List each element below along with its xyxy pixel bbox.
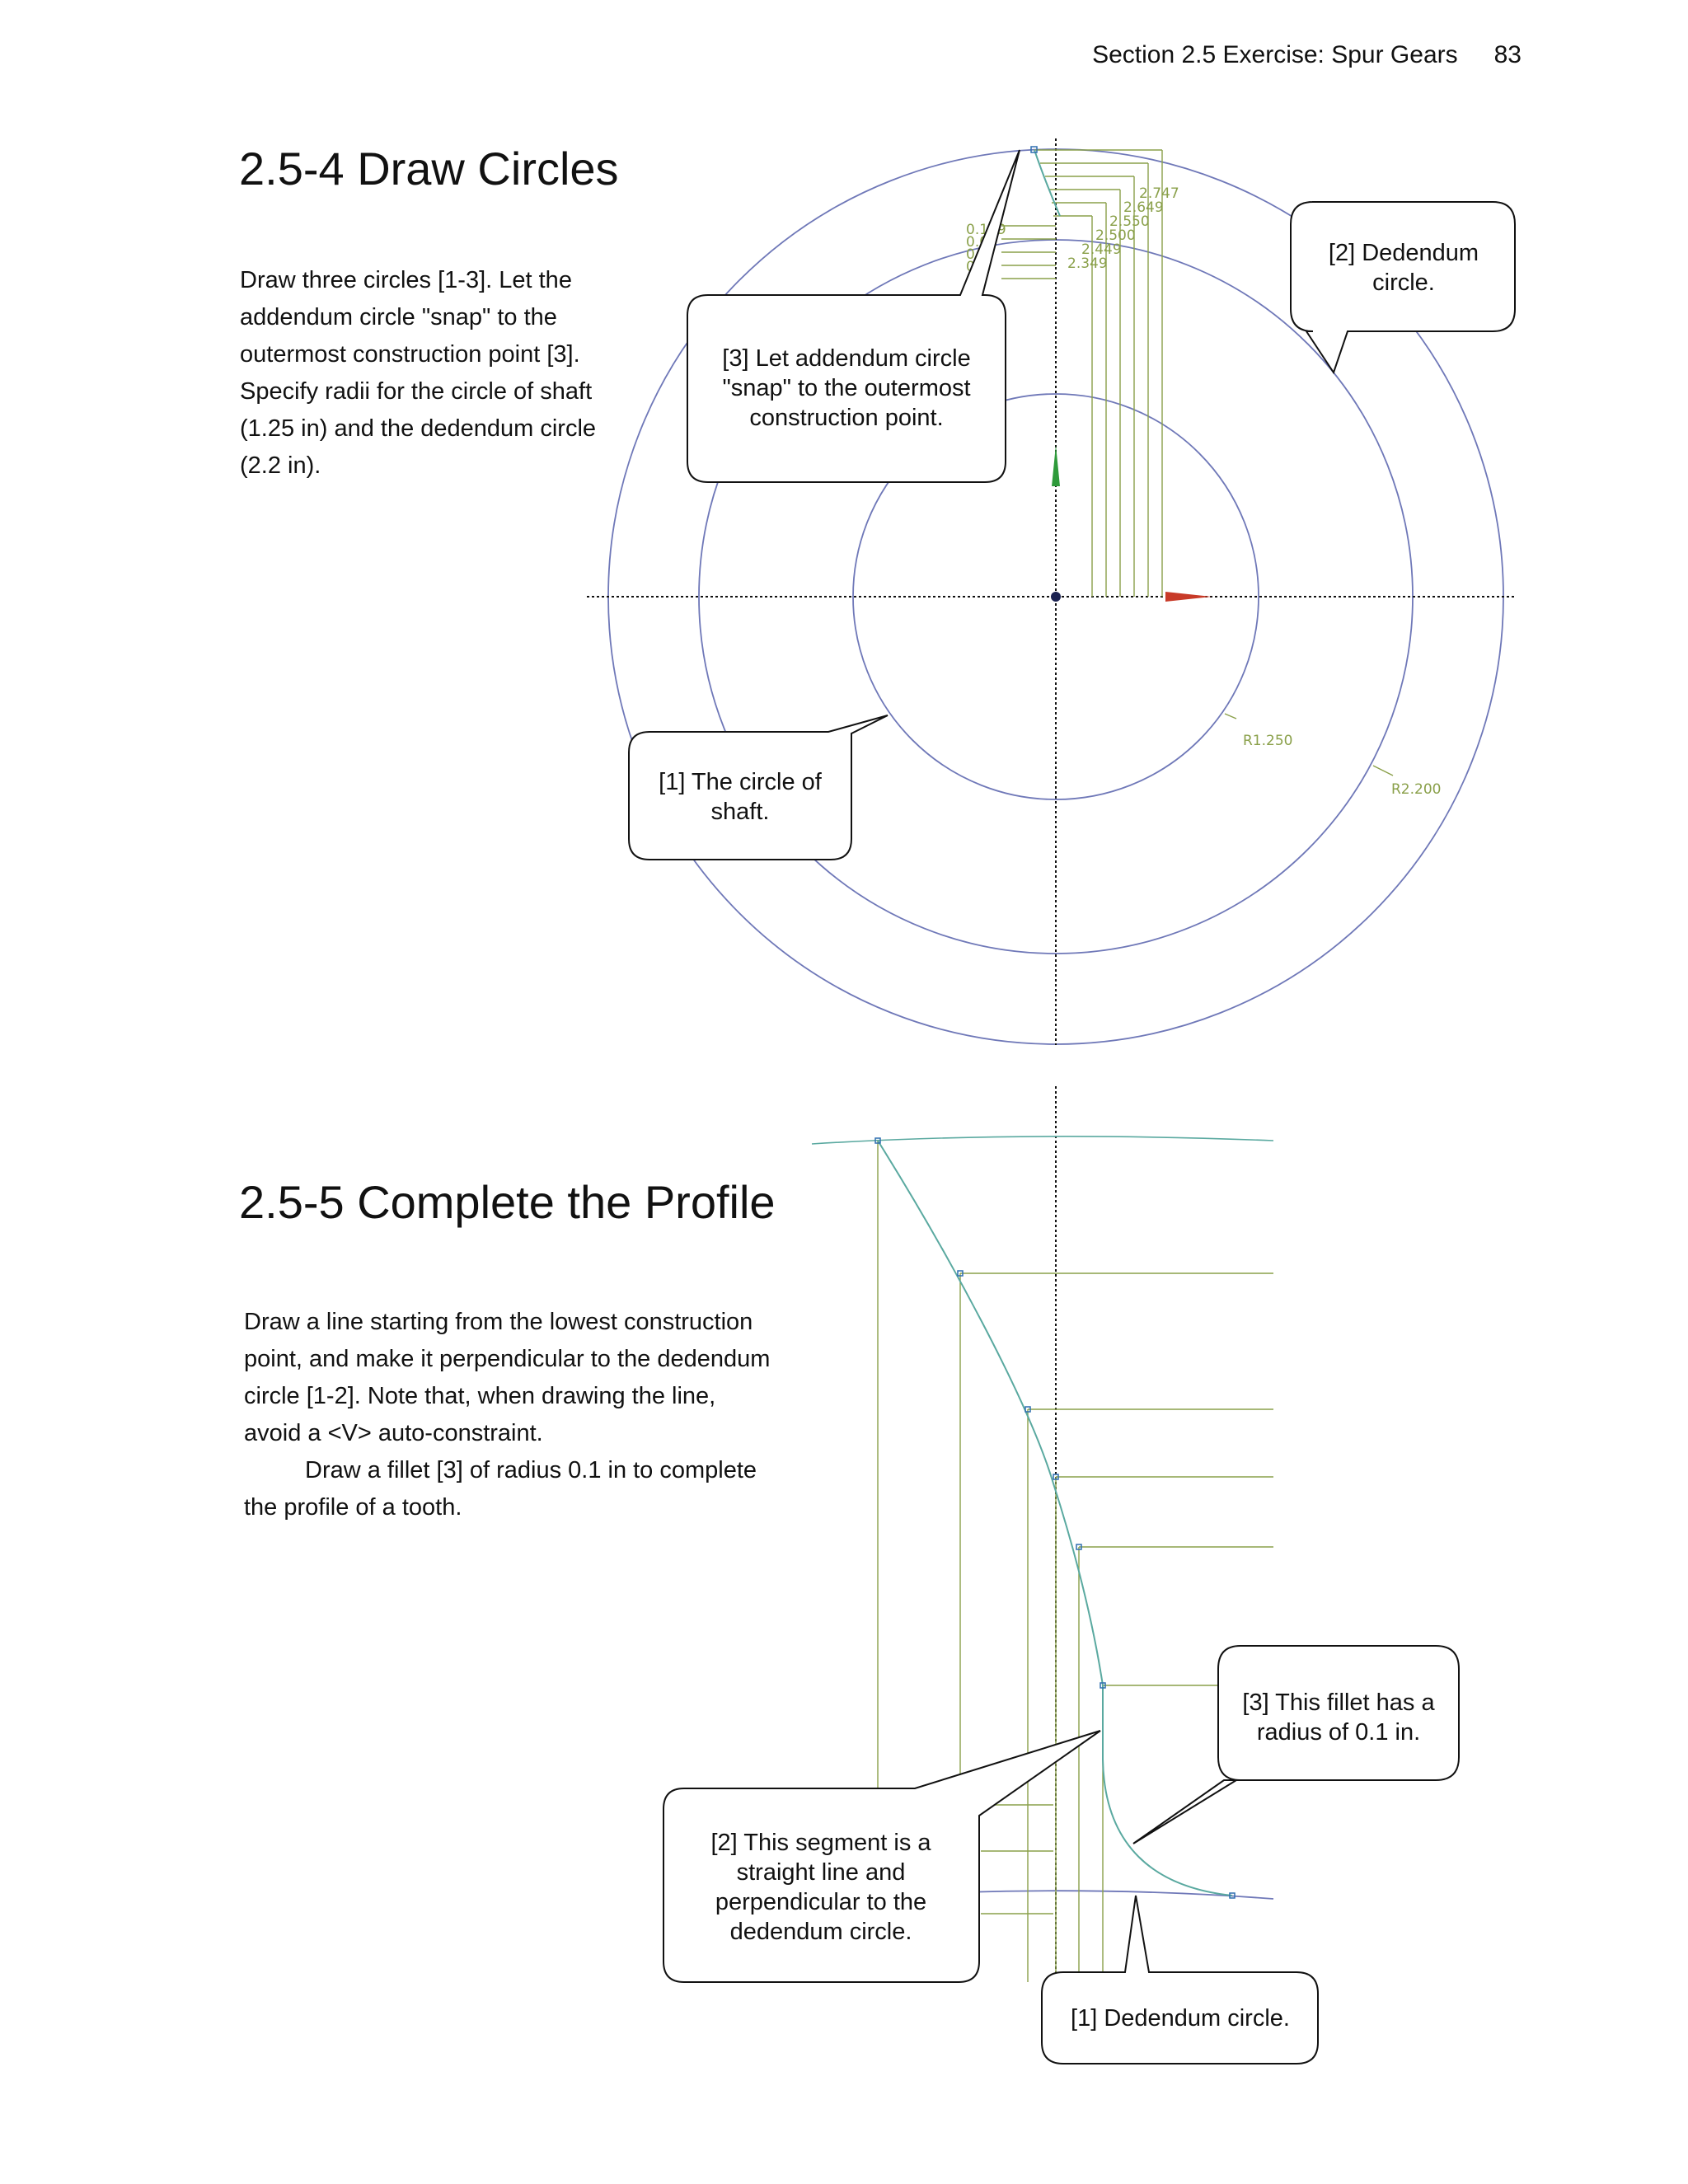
section-2-body: Draw a line starting from the lowest con… xyxy=(244,1304,771,1526)
callout-segment-line-4: dedendum circle. xyxy=(730,1919,912,1945)
callout-segment-line-3: perpendicular to the xyxy=(715,1889,926,1915)
callout-2-segment: [2] This segment is a straight line and … xyxy=(663,1730,1101,1983)
dim-radius-shaft: R1.250 xyxy=(1243,733,1292,749)
callout-3-fillet: [3] This fillet has a radius of 0.1 in. xyxy=(1132,1645,1460,1844)
dim-right-2: 2.649 xyxy=(1123,199,1164,216)
page-number: 83 xyxy=(1493,41,1522,68)
callout-2-line-1: [2] Dedendum xyxy=(1329,240,1479,266)
dim-right-1: 2.747 xyxy=(1139,185,1179,202)
addendum-arc xyxy=(811,1136,1274,1145)
construction-point xyxy=(1030,146,1038,153)
callout-2-line-2: circle. xyxy=(1372,269,1435,296)
draw-circles-figure: 0.129 0.06 0.0 0.0 0. 2.747 2.649 2.550 … xyxy=(587,138,1517,1045)
section-2-paragraph-1: Draw a line starting from the lowest con… xyxy=(244,1309,771,1446)
callout-1-line-1: [1] The circle of xyxy=(659,769,823,795)
callout-2-dedendum: [2] Dedendum circle. xyxy=(1290,201,1516,375)
dedendum-arc xyxy=(962,1890,1274,1900)
callout-1-shaft: [1] The circle of shaft. xyxy=(628,715,889,860)
callout-3-line-2: "snap" to the outermost xyxy=(722,375,970,401)
origin-point xyxy=(1051,592,1061,602)
callout-fillet-line-2: radius of 0.1 in. xyxy=(1257,1719,1420,1746)
section-label: Section 2.5 Exercise: Spur Gears xyxy=(1092,41,1458,68)
involute-trace xyxy=(1034,149,1061,217)
dim-right-5: 2.449 xyxy=(1081,241,1122,258)
dim-right-6: 2.349 xyxy=(1067,255,1108,272)
callout-3-line-1: [3] Let addendum circle xyxy=(722,345,970,372)
section-1-paragraph: Draw three circles [1-3]. Let the addend… xyxy=(240,267,597,479)
section-1-body: Draw three circles [1-3]. Let the addend… xyxy=(240,262,619,485)
tooth-profile xyxy=(877,1140,1233,1896)
callout-fillet-line-1: [3] This fillet has a xyxy=(1242,1690,1435,1716)
section-2-paragraph-2: Draw a fillet [3] of radius 0.1 in to co… xyxy=(244,1457,757,1521)
dim-radius-dedendum: R2.200 xyxy=(1391,781,1441,798)
shaft-circle xyxy=(852,393,1259,800)
x-axis-arrow-icon xyxy=(1165,592,1212,602)
callout-dedendum-line-1: [1] Dedendum circle. xyxy=(1071,2005,1290,2032)
callout-3-addendum: [3] Let addendum circle "snap" to the ou… xyxy=(687,149,1020,483)
y-axis-arrow-icon xyxy=(1052,445,1060,486)
callout-1-dedendum: [1] Dedendum circle. xyxy=(1041,1895,1319,2064)
dim-right-4: 2.500 xyxy=(1095,227,1136,244)
construction-dimensions xyxy=(1001,149,1394,776)
callout-segment-line-2: straight line and xyxy=(737,1859,906,1886)
running-head: Section 2.5 Exercise: Spur Gears 83 xyxy=(1092,41,1522,69)
complete-profile-figure: [3] This fillet has a radius of 0.1 in. … xyxy=(663,1086,1460,2064)
construction-points xyxy=(874,1137,1236,1899)
section-title-complete-profile: 2.5-5 Complete the Profile xyxy=(239,1176,776,1228)
callout-1-line-2: shaft. xyxy=(711,799,770,825)
section-title-draw-circles: 2.5-4 Draw Circles xyxy=(239,143,619,194)
callout-segment-line-1: [2] This segment is a xyxy=(710,1830,931,1856)
callout-3-line-3: construction point. xyxy=(749,405,943,431)
dim-right-3: 2.550 xyxy=(1109,213,1150,230)
